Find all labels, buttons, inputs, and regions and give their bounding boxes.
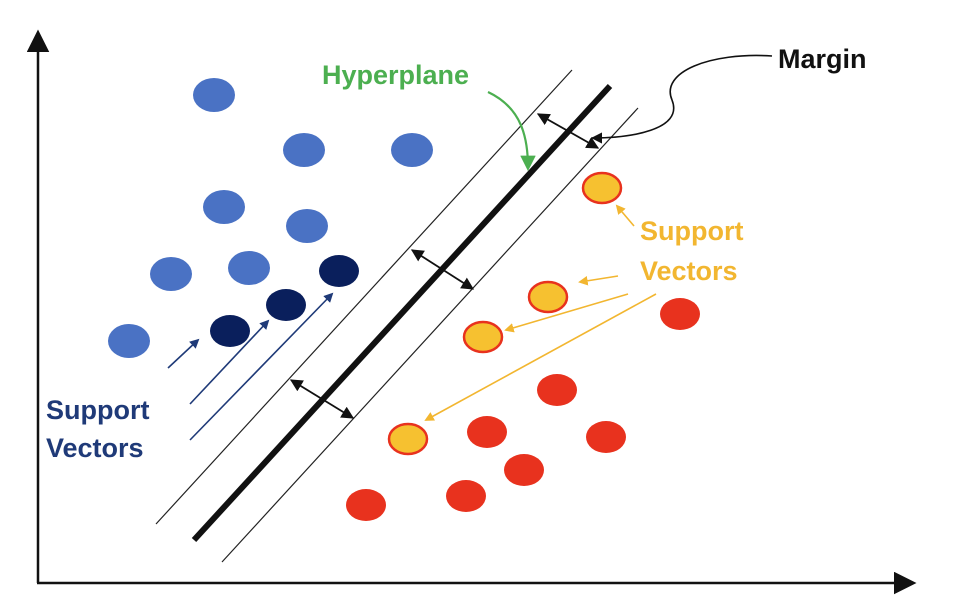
margin-arrow-middle <box>410 249 475 290</box>
class-b-support-vectors <box>387 171 623 456</box>
right-support-vectors-label-line2: Vectors <box>640 256 738 286</box>
right-sv-arrow <box>615 204 635 227</box>
margin-pointer <box>590 54 773 144</box>
class-b-point <box>467 416 507 448</box>
left-support-vectors-label-line2: Vectors <box>46 433 144 463</box>
hyperplane-label: Hyperplane <box>322 60 469 90</box>
class-a-point <box>150 257 192 291</box>
class-a-point <box>108 324 150 358</box>
class-a-point <box>283 133 325 167</box>
class-b-support-vector <box>462 320 504 354</box>
class-a-support-vector <box>210 315 250 347</box>
hyperplane-line <box>191 83 613 543</box>
class-b-point <box>446 480 486 512</box>
class-a-support-vector <box>266 289 306 321</box>
right-support-vectors-label-line1: Support <box>640 216 743 246</box>
margin-arrow-bottom <box>289 379 355 419</box>
class-b-support-vector <box>527 280 569 314</box>
right-sv-arrow <box>578 275 619 286</box>
class-a-point <box>391 133 433 167</box>
class-a-point <box>228 251 270 285</box>
class-a-support-vectors <box>210 255 359 347</box>
class-b-point <box>660 298 700 330</box>
class-b-point <box>504 454 544 486</box>
left-sv-arrow <box>167 338 200 369</box>
left-sv-arrow <box>189 292 334 441</box>
right-sv-arrow <box>504 293 629 333</box>
class-a-support-vector <box>319 255 359 287</box>
margin-label: Margin <box>778 44 867 74</box>
class-b-point <box>537 374 577 406</box>
left-support-vectors-label-line1: Support <box>46 395 149 425</box>
right-sv-arrow <box>424 293 657 421</box>
hyperplane-pointer <box>487 91 536 172</box>
class-b-point <box>586 421 626 453</box>
class-a-point <box>286 209 328 243</box>
class-b-support-vector <box>387 422 429 456</box>
class-a-point <box>193 78 235 112</box>
margin-line-right <box>221 107 639 563</box>
class-b-point <box>346 489 386 521</box>
margin-arrow-top <box>536 113 600 149</box>
left-sv-arrow <box>189 319 270 405</box>
class-b-points <box>346 298 700 521</box>
margin-line-left <box>155 69 573 525</box>
class-a-point <box>203 190 245 224</box>
class-b-support-vector <box>581 171 623 205</box>
class-a-points <box>108 78 433 358</box>
